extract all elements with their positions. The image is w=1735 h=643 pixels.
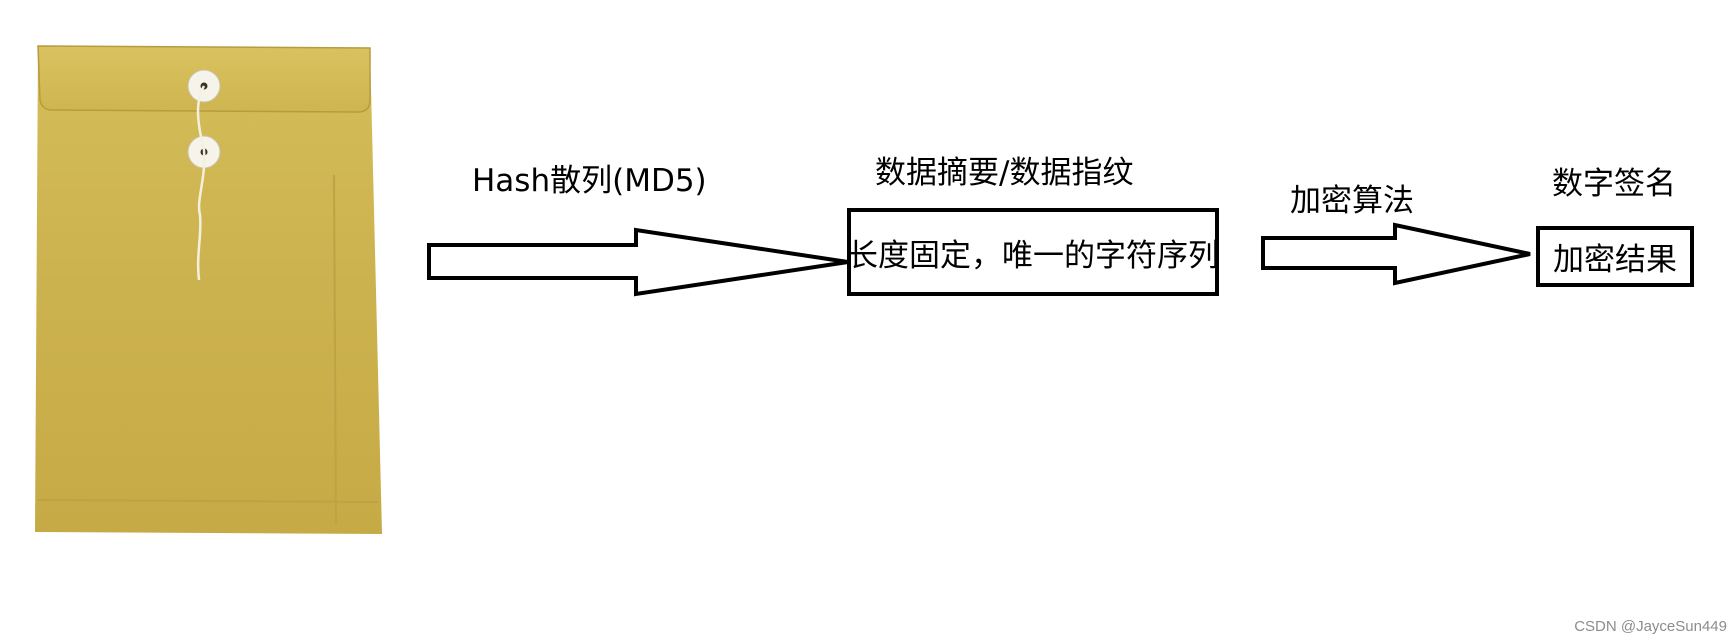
envelope-body xyxy=(35,46,382,534)
envelope-icon xyxy=(0,0,400,560)
digest-box-text: 长度固定，唯一的字符序列 xyxy=(847,230,1219,275)
watermark: CSDN @JayceSun449 xyxy=(1574,618,1727,635)
signature-box: 加密结果 xyxy=(1536,226,1694,287)
encrypt-label: 加密算法 xyxy=(1290,183,1414,219)
signature-box-text: 加密结果 xyxy=(1553,234,1677,279)
digest-title: 数据摘要/数据指纹 xyxy=(875,155,1133,191)
hash-label: Hash散列(MD5) xyxy=(472,163,707,199)
digest-box: 长度固定，唯一的字符序列 xyxy=(847,208,1219,296)
signature-title: 数字签名 xyxy=(1552,166,1676,202)
